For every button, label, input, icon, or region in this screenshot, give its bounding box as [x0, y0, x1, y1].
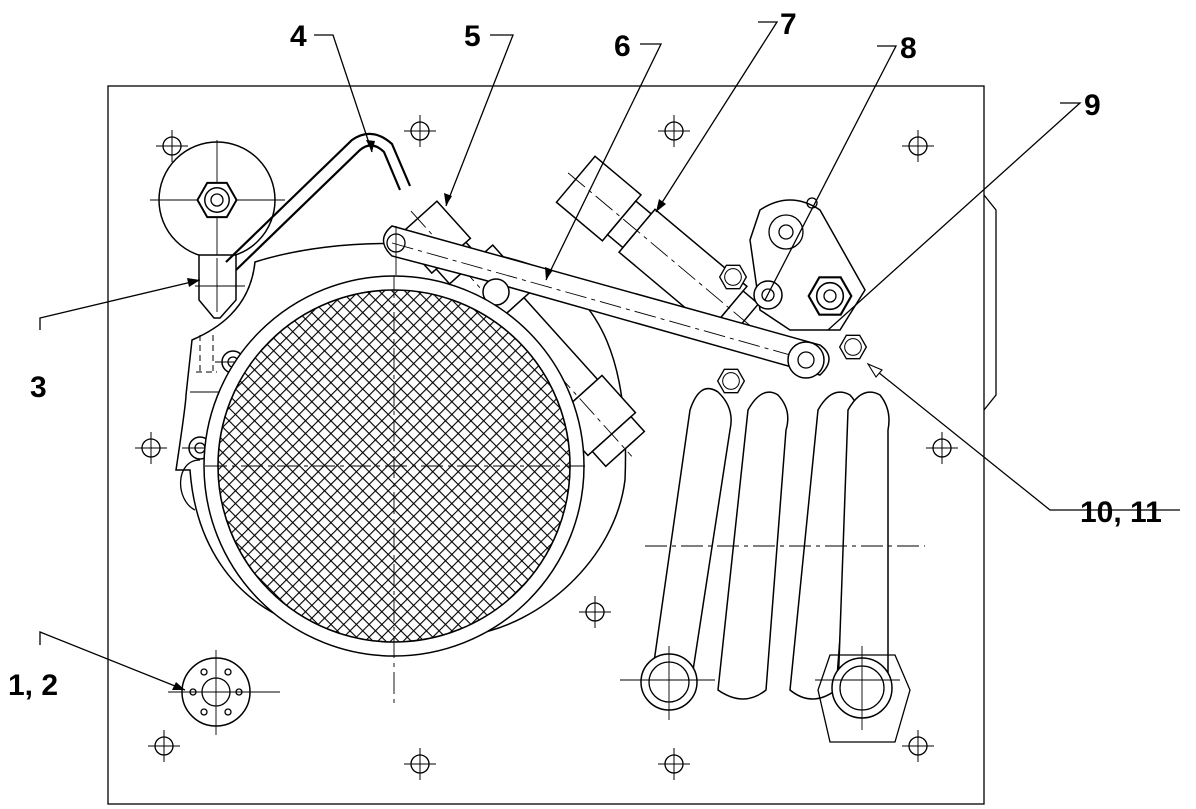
- link-bar-6: [379, 225, 830, 379]
- callout-7: 7: [780, 8, 797, 41]
- leader-lines: [39, 21, 1180, 691]
- callout-1-2: 1, 2: [8, 669, 58, 702]
- drain-port: [168, 650, 280, 735]
- callout-labels: 1, 2 3 4 5 6 7 8 9 10, 11: [8, 8, 1162, 702]
- callout-10-11: 10, 11: [1080, 496, 1162, 529]
- callout-6: 6: [614, 30, 631, 63]
- callout-4: 4: [290, 20, 307, 53]
- callout-8: 8: [900, 32, 917, 65]
- filter-element: [203, 275, 585, 708]
- callout-9: 9: [1084, 89, 1101, 122]
- cylinder-7: [555, 155, 760, 339]
- heating-coil: [620, 387, 925, 743]
- callout-3: 3: [30, 371, 47, 404]
- fitting-3-body: [195, 254, 245, 319]
- base-plate: [107, 85, 997, 805]
- callout-5: 5: [464, 20, 481, 53]
